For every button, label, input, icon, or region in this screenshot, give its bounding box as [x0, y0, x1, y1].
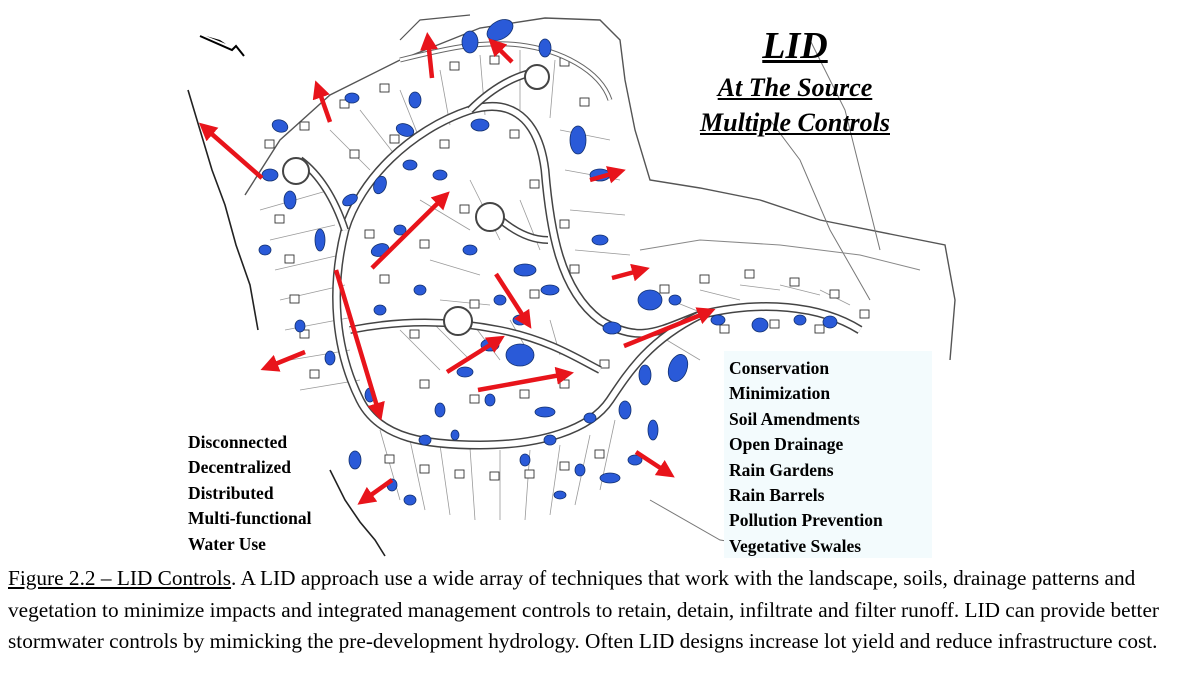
principle-item: Water Use — [188, 533, 266, 554]
house-footprints — [264, 55, 870, 481]
bmp-area — [408, 91, 422, 109]
stream-line — [187, 89, 259, 331]
bmp-area — [543, 434, 557, 446]
bmp-area — [751, 317, 769, 333]
bmp-area — [618, 400, 632, 420]
bmp-area — [668, 294, 682, 306]
flow-arrow — [589, 166, 626, 184]
principle-item: Multi-functional — [188, 508, 312, 529]
bmp-area — [574, 463, 586, 477]
bmp-area — [258, 244, 272, 256]
flow-arrow — [488, 38, 514, 64]
bmp-area — [432, 169, 448, 181]
bmp-area — [484, 393, 496, 407]
bmp-area — [793, 314, 807, 326]
bmp-area — [638, 364, 652, 386]
principle-item: Disconnected — [188, 432, 288, 452]
bmp-area — [261, 168, 279, 182]
bmp-area — [461, 30, 479, 54]
flow-arrow — [634, 450, 675, 478]
control-item: Vegetative Swales — [729, 535, 862, 556]
bmp-area — [393, 224, 407, 236]
bmp-area — [470, 118, 490, 132]
flow-arrow — [611, 263, 650, 282]
north-arrow-icon — [199, 35, 245, 57]
principle-item: Decentralized — [188, 457, 292, 478]
bmp-area — [486, 19, 514, 41]
flow-arrow — [623, 307, 716, 349]
flow-arrow — [333, 269, 385, 421]
flow-arrow — [494, 272, 532, 329]
bmp-area — [314, 228, 326, 252]
bmp-area — [434, 402, 446, 418]
runoff-flow-arrows — [198, 31, 716, 505]
bmp-area — [534, 406, 556, 418]
bmp-area — [418, 434, 432, 446]
title-line-1: At The Source — [717, 73, 873, 102]
control-item: Open Drainage — [729, 434, 844, 455]
bmp-area — [583, 412, 597, 424]
bmp-area — [373, 304, 387, 316]
flow-arrow — [312, 80, 333, 123]
control-item: Pollution Prevention — [729, 510, 883, 531]
bmp-area — [822, 315, 838, 329]
bmp-area — [513, 263, 537, 277]
flow-arrow — [445, 335, 505, 374]
bmp-area — [413, 284, 427, 296]
bmp-area — [627, 454, 643, 466]
bmp-area — [540, 284, 560, 296]
controls-list-panel: Conservation Minimization Soil Amendment… — [724, 351, 932, 558]
flow-arrow — [420, 31, 438, 79]
title-main: LID — [762, 25, 828, 67]
flow-arrow — [357, 478, 394, 505]
bmp-area — [538, 38, 552, 58]
control-item: Rain Gardens — [729, 459, 834, 480]
control-item: Soil Amendments — [729, 408, 860, 429]
flow-arrow — [260, 349, 306, 372]
bmp-area — [462, 244, 478, 256]
control-item: Minimization — [729, 383, 831, 404]
principle-item: Distributed — [188, 482, 274, 503]
figure-label: Figure 2.2 – LID Controls — [8, 566, 232, 590]
cul-de-sacs — [282, 64, 550, 336]
bmp-area — [591, 234, 609, 246]
caption-text: . A LID approach use a wide array of tec… — [8, 566, 1160, 653]
bmp-area — [402, 159, 418, 171]
bmp-area — [450, 429, 460, 441]
bmp-area — [324, 350, 336, 366]
bmp-area — [602, 321, 622, 335]
bmp-area — [553, 490, 567, 500]
figure-caption: Figure 2.2 – LID Controls. A LID approac… — [8, 563, 1196, 658]
bmp-area — [505, 343, 535, 367]
flow-arrow — [477, 366, 574, 393]
site-plan-map — [187, 14, 956, 557]
control-item: Rain Barrels — [729, 485, 825, 506]
bmp-area — [395, 123, 415, 137]
bmp-area — [344, 92, 360, 104]
bmp-area — [456, 366, 474, 378]
principles-list: Disconnected Decentralized Distributed M… — [188, 430, 311, 557]
bmp-area — [348, 450, 362, 470]
bmp-area — [373, 175, 387, 195]
bmp-area — [493, 294, 507, 306]
flow-arrow — [198, 122, 264, 180]
bmp-area — [519, 453, 531, 467]
bmp-area — [294, 319, 306, 333]
title-block: LID At The Source Multiple Controls — [660, 22, 930, 140]
title-line-2: Multiple Controls — [700, 108, 890, 137]
bmp-area — [647, 419, 659, 441]
bmp-area — [637, 289, 663, 311]
bmp-area — [403, 494, 417, 506]
site-boundary — [244, 17, 956, 361]
flow-arrow — [370, 191, 450, 270]
bmp-area — [599, 472, 621, 484]
control-item: Conservation — [729, 358, 830, 378]
bmp-area — [710, 314, 726, 326]
bmp-area — [667, 354, 689, 382]
bmp-area — [271, 119, 289, 133]
bmp-area — [283, 190, 297, 210]
bmp-area — [342, 193, 358, 207]
bmp-area — [569, 125, 587, 155]
